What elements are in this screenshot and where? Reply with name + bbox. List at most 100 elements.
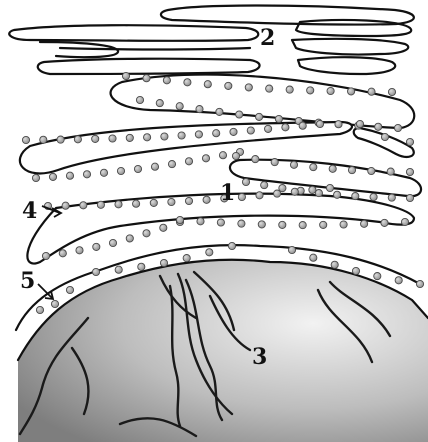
ribosome-108 bbox=[176, 216, 183, 223]
ribosome-74 bbox=[334, 191, 341, 198]
ribosome-9 bbox=[307, 87, 314, 94]
ribosome-97 bbox=[309, 186, 316, 193]
ribosome-83 bbox=[62, 202, 69, 209]
ribosome-61 bbox=[271, 159, 278, 166]
ribosome-21 bbox=[275, 115, 282, 122]
ribosome-85 bbox=[97, 201, 104, 208]
ribosome-94 bbox=[256, 192, 263, 199]
ribosome-19 bbox=[236, 111, 243, 118]
ribosome-84 bbox=[80, 202, 87, 209]
ribosome-33 bbox=[109, 135, 116, 142]
ribosome-123 bbox=[92, 268, 99, 275]
ribosome-127 bbox=[183, 255, 190, 262]
ribosome-115 bbox=[320, 221, 327, 228]
ribosome-31 bbox=[74, 136, 81, 143]
ribosome-66 bbox=[368, 167, 375, 174]
ribosome-62 bbox=[290, 161, 297, 168]
ribosome-99 bbox=[42, 252, 49, 259]
ribosome-15 bbox=[156, 100, 163, 107]
ribosome-49 bbox=[83, 171, 90, 178]
ribosome-116 bbox=[340, 221, 347, 228]
ribosome-60 bbox=[252, 156, 259, 163]
ribosome-57 bbox=[219, 152, 226, 159]
ribosome-136 bbox=[416, 280, 423, 287]
ribosome-53 bbox=[151, 163, 158, 170]
ribosome-4 bbox=[204, 81, 211, 88]
ribosome-119 bbox=[401, 218, 408, 225]
ribosome-45 bbox=[316, 120, 323, 127]
ribosome-48 bbox=[66, 172, 73, 179]
ribosome-96 bbox=[291, 188, 298, 195]
ribosome-95 bbox=[274, 190, 281, 197]
ribosome-87 bbox=[133, 200, 140, 207]
ribosome-124 bbox=[115, 266, 122, 273]
ribosome-11 bbox=[348, 88, 355, 95]
ribosome-65 bbox=[348, 167, 355, 174]
ribosome-2 bbox=[163, 77, 170, 84]
ribosome-34 bbox=[126, 134, 133, 141]
ribosome-50 bbox=[100, 169, 107, 176]
ribosome-78 bbox=[406, 194, 413, 201]
ribosome-13 bbox=[388, 88, 395, 95]
ribosome-112 bbox=[258, 221, 265, 228]
label-er: 1 bbox=[220, 180, 235, 206]
ribosome-30 bbox=[57, 136, 64, 143]
ribosome-12 bbox=[368, 88, 375, 95]
ribosome-39 bbox=[213, 130, 220, 137]
ribosome-40 bbox=[230, 128, 237, 135]
ribosome-130 bbox=[288, 246, 295, 253]
label-nucleus: 3 bbox=[252, 344, 267, 370]
ribosome-126 bbox=[160, 259, 167, 266]
ribosome-86 bbox=[115, 201, 122, 208]
ribosome-32 bbox=[92, 135, 99, 142]
ribosome-56 bbox=[202, 155, 209, 162]
ribosome-111 bbox=[238, 220, 245, 227]
label-golgi: 2 bbox=[260, 25, 275, 51]
ribosome-10 bbox=[327, 87, 334, 94]
ribosome-77 bbox=[388, 194, 395, 201]
ribosome-102 bbox=[93, 243, 100, 250]
ribosome-20 bbox=[256, 113, 263, 120]
ribosome-101 bbox=[76, 247, 83, 254]
ribosome-1 bbox=[143, 75, 150, 82]
ribosome-6 bbox=[245, 84, 252, 91]
ribosome-93 bbox=[238, 193, 245, 200]
ribosome-46 bbox=[32, 174, 39, 181]
ribosome-122 bbox=[66, 286, 73, 293]
ribosome-51 bbox=[117, 167, 124, 174]
ribosome-135 bbox=[395, 277, 402, 284]
rough-er bbox=[20, 75, 421, 264]
ribosome-64 bbox=[329, 165, 336, 172]
ribosome-129 bbox=[228, 242, 235, 249]
ribosome-120 bbox=[36, 306, 43, 313]
ribosome-55 bbox=[185, 158, 192, 165]
ribosome-24 bbox=[335, 121, 342, 128]
ribosome-8 bbox=[286, 86, 293, 93]
ribosome-0 bbox=[122, 72, 129, 79]
ribosome-103 bbox=[109, 239, 116, 246]
ribosome-104 bbox=[126, 235, 133, 242]
ribosome-91 bbox=[203, 196, 210, 203]
ribosome-7 bbox=[266, 85, 273, 92]
ribosome-29 bbox=[40, 136, 47, 143]
ribosome-63 bbox=[310, 164, 317, 171]
ribosome-76 bbox=[370, 193, 377, 200]
ribosome-43 bbox=[282, 124, 289, 131]
ribosome-88 bbox=[150, 199, 157, 206]
ribosome-14 bbox=[136, 96, 143, 103]
ribosome-17 bbox=[196, 106, 203, 113]
nucleus bbox=[16, 245, 428, 442]
ribosome-70 bbox=[261, 182, 268, 189]
label-ribosome: 4 bbox=[22, 198, 37, 224]
ribosome-109 bbox=[197, 218, 204, 225]
ribosome-36 bbox=[161, 133, 168, 140]
ribosome-16 bbox=[176, 103, 183, 110]
label-nuclear-envelope: 5 bbox=[20, 268, 35, 294]
ribosome-106 bbox=[160, 224, 167, 231]
ribosome-100 bbox=[59, 250, 66, 257]
ribosome-105 bbox=[143, 230, 150, 237]
ribosome-134 bbox=[374, 273, 381, 280]
ribosome-52 bbox=[134, 165, 141, 172]
ribosome-79 bbox=[356, 120, 363, 127]
